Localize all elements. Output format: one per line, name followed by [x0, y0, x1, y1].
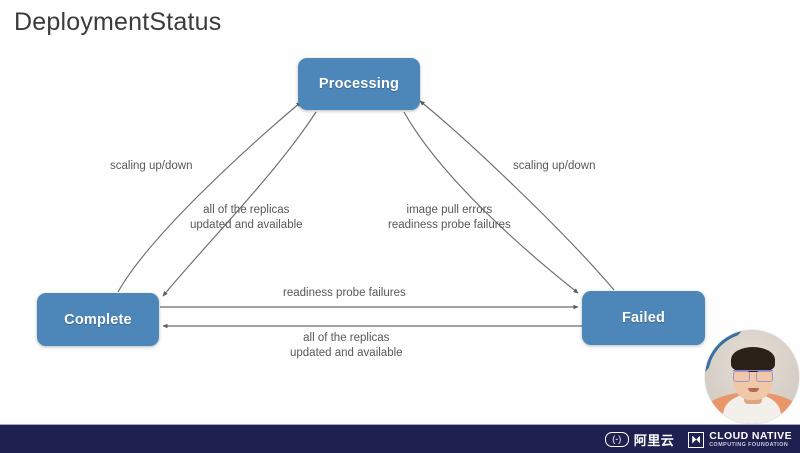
- edge-label-replicas-left-line1: all of the replicas: [203, 204, 290, 216]
- edge-label-replicas-left-line2: updated and available: [190, 219, 303, 231]
- edge-processing-to-failed: [403, 111, 579, 294]
- page-title: DeploymentStatus: [14, 8, 222, 36]
- edge-label-errors-right: image pull errors readiness probe failur…: [388, 203, 511, 233]
- edge-label-errors-right-line1: image pull errors: [406, 204, 493, 216]
- node-failed-label: Failed: [621, 310, 666, 326]
- node-complete[interactable]: Complete: [37, 293, 159, 346]
- edge-processing-to-complete: [162, 111, 317, 297]
- node-processing[interactable]: Processing: [298, 58, 420, 110]
- edge-failed-to-processing: [419, 100, 615, 291]
- alibaba-cloud-logo: (-) 阿里云: [604, 430, 675, 449]
- footer-bar: (-) 阿里云 CLOUD NATIVE COMPUTING FOUNDATIO…: [0, 424, 800, 453]
- alibaba-cloud-text: 阿里云: [633, 433, 675, 448]
- diagram-edges: [117, 100, 615, 329]
- footer-logos: (-) 阿里云 CLOUD NATIVE COMPUTING FOUNDATIO…: [604, 425, 792, 453]
- cncf-text-line2: COMPUTING FOUNDATION: [709, 441, 789, 448]
- node-failed[interactable]: Failed: [582, 291, 705, 345]
- edge-complete-to-processing: [117, 101, 302, 293]
- cncf-text: CLOUD NATIVE COMPUTING FOUNDATION: [709, 431, 792, 448]
- webcam-hair: [731, 347, 775, 372]
- edge-label-scaling-right: scaling up/down: [513, 160, 596, 172]
- edge-label-replicas-bottom: all of the replicas updated and availabl…: [290, 331, 403, 361]
- edge-label-errors-right-line2: readiness probe failures: [388, 219, 511, 231]
- node-processing-label: Processing: [318, 76, 400, 92]
- cncf-mark-icon: [688, 431, 705, 448]
- node-complete-label: Complete: [64, 311, 132, 328]
- glasses-icon: [733, 370, 773, 382]
- cncf-text-line1: CLOUD NATIVE: [709, 429, 792, 442]
- edge-label-replicas-bottom-line1: all of the replicas: [303, 332, 390, 344]
- webcam-mouth: [748, 388, 759, 392]
- edge-label-scaling-left: scaling up/down: [110, 160, 193, 172]
- edge-label-readiness-middle: readiness probe failures: [283, 287, 406, 299]
- edge-label-replicas-bottom-line2: updated and available: [290, 347, 403, 359]
- edge-label-replicas-left: all of the replicas updated and availabl…: [190, 203, 303, 233]
- presenter-webcam-thumbnail: [705, 330, 799, 424]
- alibaba-cloud-mark-icon: (-): [604, 432, 629, 447]
- cncf-logo: CLOUD NATIVE COMPUTING FOUNDATION: [688, 431, 792, 448]
